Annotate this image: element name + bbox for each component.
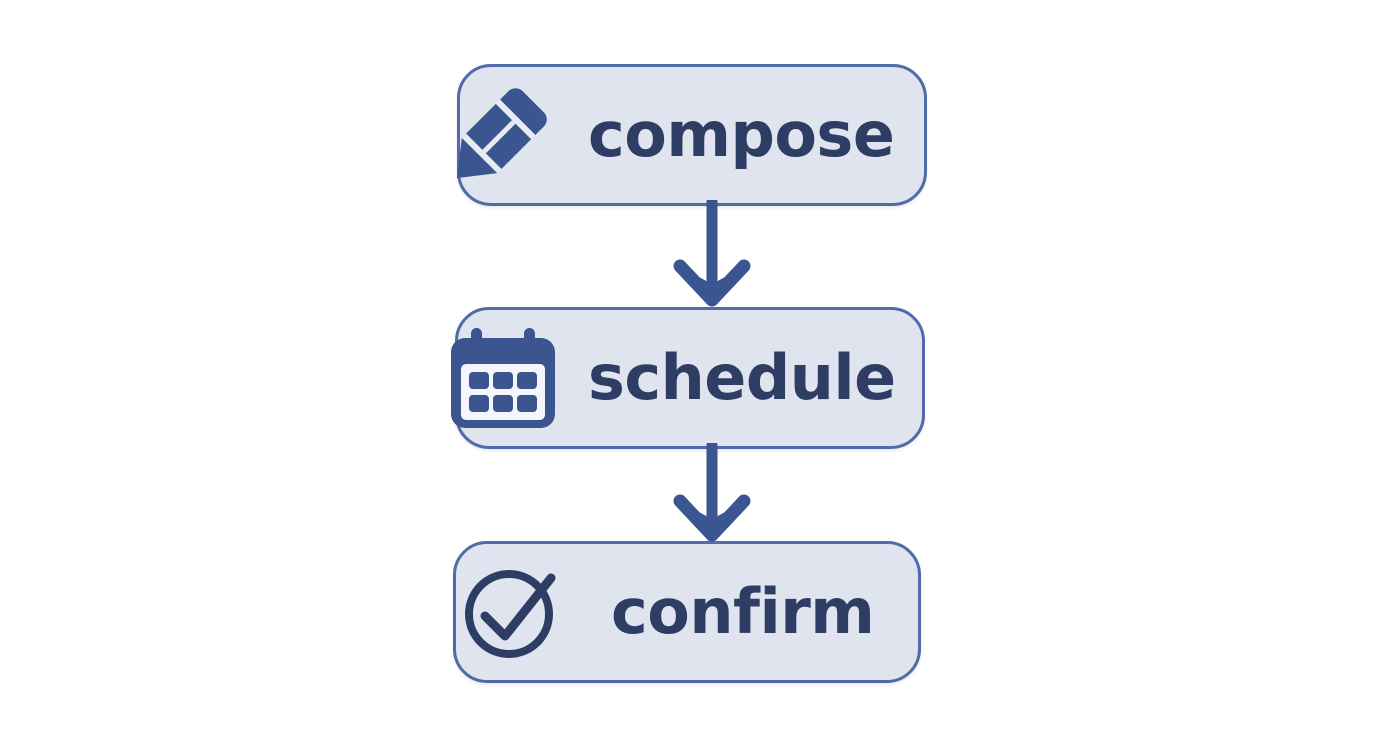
calendar-icon bbox=[443, 318, 563, 438]
flow-node-compose-label: compose bbox=[588, 98, 895, 171]
flow-node-schedule-label: schedule bbox=[588, 341, 896, 414]
flow-node-confirm-label: confirm bbox=[611, 575, 875, 648]
check-circle-icon bbox=[451, 552, 571, 672]
pencil-icon bbox=[435, 70, 565, 200]
flow-node-schedule[interactable]: schedule bbox=[451, 307, 925, 449]
flow-node-compose[interactable]: compose bbox=[456, 64, 927, 206]
flow-arrow-compose-to-schedule bbox=[668, 196, 756, 308]
flow-node-confirm[interactable]: confirm bbox=[453, 541, 921, 683]
flow-arrow-schedule-to-confirm bbox=[668, 439, 756, 543]
